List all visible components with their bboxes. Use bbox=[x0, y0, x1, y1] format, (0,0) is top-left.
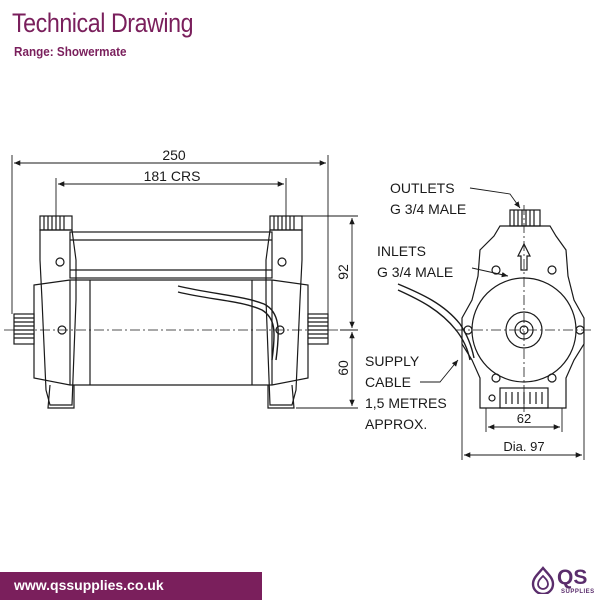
page-title: Technical Drawing bbox=[12, 8, 194, 38]
dimension-62 bbox=[485, 408, 563, 432]
supply-label-1: SUPPLY bbox=[365, 353, 420, 369]
side-view-pump bbox=[13, 215, 329, 409]
dim-62-label: 62 bbox=[517, 411, 531, 426]
inlets-spec: G 3/4 MALE bbox=[377, 264, 453, 280]
brand-logo: QS bbox=[557, 566, 588, 589]
qs-logo-icon bbox=[531, 566, 555, 594]
inlets-label: INLETS bbox=[377, 243, 426, 259]
dim-dia-97-label: Dia. 97 bbox=[503, 439, 544, 454]
dimension-dia-97 bbox=[461, 344, 585, 460]
supply-label-2: CABLE bbox=[365, 374, 411, 390]
footer-bar bbox=[0, 572, 262, 600]
dimension-vertical bbox=[296, 215, 358, 409]
dim-181-label: 181 CRS bbox=[144, 168, 201, 184]
dim-92-label: 92 bbox=[335, 264, 351, 280]
website-link[interactable]: www.qssupplies.co.uk bbox=[14, 577, 164, 593]
range-subtitle: Range: Showermate bbox=[14, 44, 127, 59]
dimension-181-crs bbox=[55, 178, 287, 216]
outlets-spec: G 3/4 MALE bbox=[390, 201, 466, 217]
dim-250-label: 250 bbox=[162, 147, 186, 163]
callout-leaders bbox=[420, 187, 521, 383]
supply-label-3: 1,5 METRES bbox=[365, 395, 447, 411]
supply-label-4: APPROX. bbox=[365, 416, 427, 432]
dimension-250 bbox=[11, 155, 329, 314]
brand-logo-sub: SUPPLIES bbox=[561, 589, 595, 595]
end-view-pump bbox=[397, 209, 585, 409]
dim-60-label: 60 bbox=[335, 360, 351, 376]
outlets-label: OUTLETS bbox=[390, 180, 455, 196]
